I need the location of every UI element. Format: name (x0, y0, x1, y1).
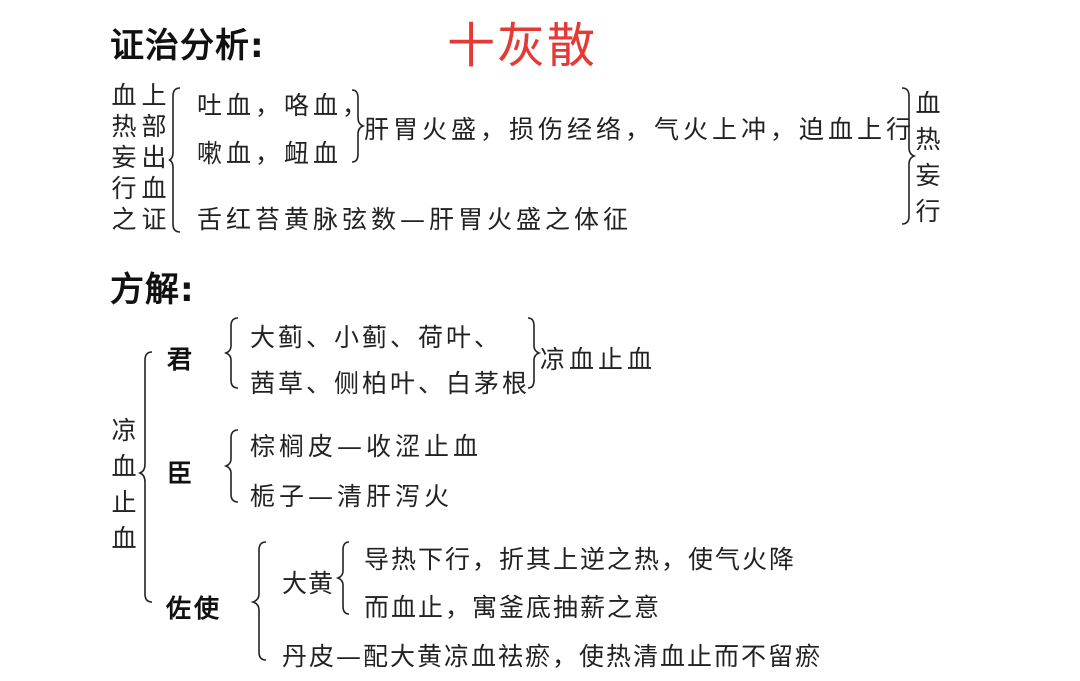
jun-herbs-line-1: 大蓟、小蓟、荷叶、 (250, 323, 503, 352)
label-char: 妄 (111, 143, 137, 172)
right-brace-icon (901, 87, 917, 225)
label-char: 血 (141, 174, 167, 203)
root-label-char: 血 (111, 524, 137, 553)
label-char: 证 (141, 205, 167, 234)
danpi-line: 丹皮—配大黄凉血祛瘀，使热清血止而不留瘀 (282, 642, 823, 671)
root-label-column: 凉 血 止 血 (110, 413, 138, 557)
root-label-char: 血 (111, 452, 137, 481)
right-brace-icon (351, 89, 366, 163)
role-zuoshi: 佐使 (166, 594, 223, 623)
label-column-1: 血 热 妄 行 之 (110, 80, 138, 235)
left-brace-icon (168, 87, 181, 233)
conclusion-char: 行 (915, 197, 941, 226)
dahuang-line-1: 导热下行，折其上逆之热，使气火降 (364, 545, 797, 574)
jun-herbs-line-2: 茜草、侧柏叶、白茅根 (250, 369, 531, 398)
label-char: 之 (111, 205, 137, 234)
left-brace-icon (335, 541, 350, 615)
root-label-char: 凉 (111, 416, 137, 445)
left-brace-icon (223, 317, 239, 389)
symptoms-line-2: 嗽血，衄血 (197, 139, 343, 168)
conclusion-char: 血 (915, 89, 941, 118)
left-brace-icon (223, 429, 239, 503)
jun-effect: 凉血止血 (540, 345, 657, 374)
mechanism-text: 肝胃火盛，损伤经络，气火上冲，迫血上行 (364, 115, 916, 144)
tongue-pulse-text: 舌红苔黄脉弦数—肝胃火盛之体征 (197, 205, 633, 234)
label-char: 血 (111, 81, 137, 110)
left-brace-icon (250, 541, 267, 661)
label-char: 出 (141, 143, 167, 172)
section-heading-analysis: 证治分析: (110, 26, 265, 66)
chen-line-2: 栀子—清肝泻火 (250, 482, 454, 511)
label-char: 行 (111, 174, 137, 203)
left-brace-icon (137, 351, 153, 603)
formula-title: 十灰散 (447, 18, 598, 74)
label-char: 部 (141, 112, 167, 141)
conclusion-column: 血 热 妄 行 (914, 86, 942, 230)
label-char: 上 (141, 81, 167, 110)
label-char: 热 (111, 112, 137, 141)
symptoms-line-1: 吐血，咯血， (197, 91, 372, 120)
right-brace-icon (527, 317, 542, 389)
label-column-2: 上 部 出 血 证 (140, 80, 168, 235)
root-label-char: 止 (111, 488, 137, 517)
chen-line-1: 棕榈皮—收涩止血 (250, 432, 483, 461)
section-heading-formula-explanation: 方解: (110, 270, 195, 310)
role-jun: 君 (167, 345, 197, 374)
conclusion-char: 妄 (915, 161, 941, 190)
role-chen: 臣 (167, 459, 197, 488)
dahuang-label: 大黄 (282, 569, 335, 598)
conclusion-char: 热 (915, 125, 941, 154)
dahuang-line-2: 而血止，寓釜底抽薪之意 (364, 593, 662, 622)
